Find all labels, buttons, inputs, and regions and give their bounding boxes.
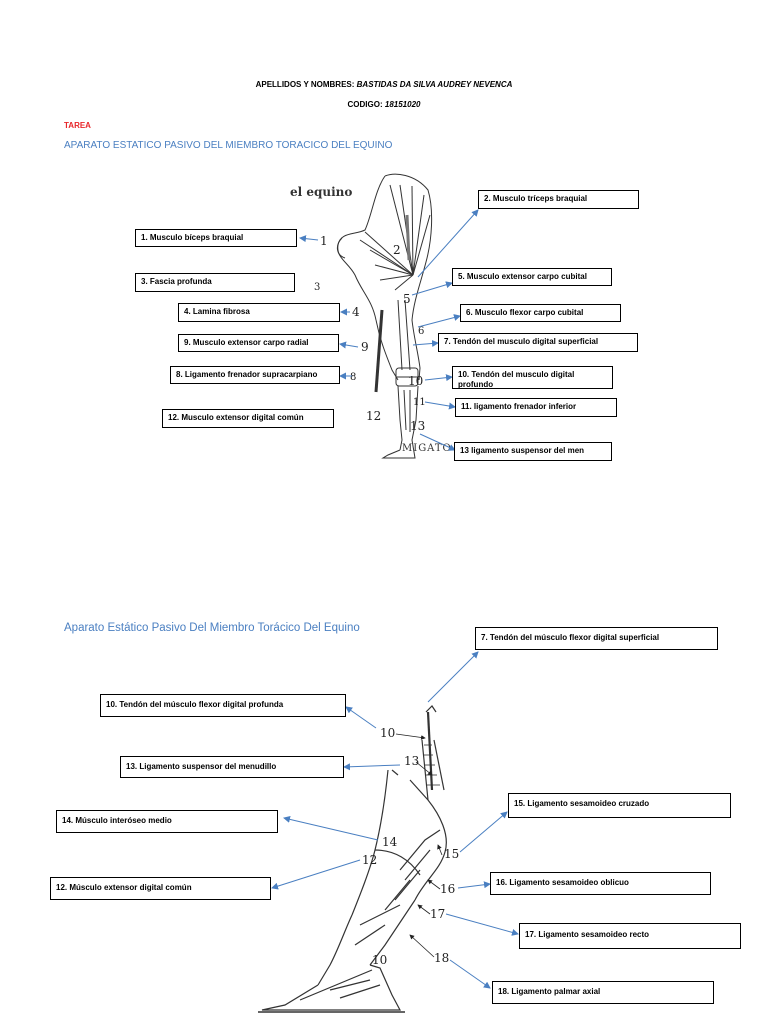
label-8-ligamento-supracarpiano: 8. Ligamento frenador supracarpiano [170,366,340,384]
label2-14-interoseo-medio: 14. Músculo interóseo medio [56,810,278,833]
fig2-number-12: 12 [362,853,377,867]
names-label: APELLIDOS Y NOMBRES: [255,80,357,89]
label2-10-tendon-flexor-profunda: 10. Tendón del músculo flexor digital pr… [100,694,346,717]
label2-12-extensor-digital: 12. Músculo extensor digital común [50,877,271,900]
section1-title: APARATO ESTATICO PASIVO DEL MIEMBRO TORA… [64,140,393,151]
label-3-fascia: 3. Fascia profunda [135,273,295,292]
label2-13-ligamento-suspensor: 13. Ligamento suspensor del menudillo [120,756,344,778]
thoracic-limb-drawing: el equino [290,173,433,459]
section2-arrows [271,651,519,989]
fig1-number-11: 11 [413,397,426,408]
label2-18-palmar-axial: 18. Ligamento palmar axial [492,981,714,1004]
label-2-triceps: 2. Musculo tríceps braquial [478,190,639,209]
task-label: TAREA [64,121,91,130]
label2-17-sesamoideo-recto: 17. Ligamento sesamoideo recto [519,923,741,949]
fig1-number-12: 12 [366,409,381,423]
fig1-number-6: 6 [418,326,424,337]
section2-leader-lines [395,733,443,958]
section2-title: Aparato Estático Pasivo Del Miembro Torá… [64,622,360,634]
names-value: BASTIDAS DA SILVA AUDREY NEVENCA [356,80,513,89]
code-label: CODIGO: [347,100,385,109]
fig1-number-2: 2 [393,243,401,257]
figure-caption: el equino [290,185,352,199]
fig2-number-10: 10 [380,726,395,740]
fig2-number-15: 15 [444,847,459,861]
label-6-flexor-carpo-cubital: 6. Musculo flexor carpo cubital [460,304,621,322]
fig2-number-17: 17 [430,907,445,921]
fig1-number-13: 13 [410,419,425,433]
label-10-tendon-profundo: 10. Tendón del musculo digital profundo [452,366,613,389]
fig2-number-13: 13 [404,754,419,768]
code-line: CODIGO: 18151020 [0,100,768,109]
code-value: 18151020 [384,100,421,109]
fig1-number-3: 3 [314,282,320,293]
label-11-ligamento-inferior: 11. ligamento frenador inferior [455,398,617,417]
label-12-extensor-digital: 12. Musculo extensor digital común [162,409,334,428]
section2-numbers: 10 13 14 12 15 16 17 18 10 [362,726,459,967]
fig1-number-9: 9 [361,340,369,354]
distal-limb-drawing [258,705,447,1013]
fig1-number-5: 5 [403,292,411,306]
fig1-number-10: 10 [408,374,423,388]
label2-15-sesamoideo-cruzado: 15. Ligamento sesamoideo cruzado [508,793,731,818]
label-13-ligamento-suspensor: 13 ligamento suspensor del men [454,442,612,461]
fig2-number-10b: 10 [372,953,387,967]
label-4-lamina: 4. Lamina fibrosa [178,303,340,322]
watermark-migato: MIGATO [402,443,452,454]
fig2-number-16: 16 [440,882,455,896]
section1-numbers: 1 2 3 4 5 6 9 8 10 11 12 13 MIGATO [314,234,452,454]
fig1-number-4: 4 [352,305,360,319]
fig2-number-14: 14 [382,835,398,849]
label-5-extensor-carpo-cubital: 5. Musculo extensor carpo cubital [452,268,612,286]
label2-7-tendon-flexor-superficial: 7. Tendón del músculo flexor digital sup… [475,627,718,650]
label-9-extensor-carpo-radial: 9. Musculo extensor carpo radial [178,334,339,352]
label-1-biceps: 1. Musculo bíceps braquial [135,229,297,247]
names-line: APELLIDOS Y NOMBRES: BASTIDAS DA SILVA A… [0,80,768,89]
section1-arrows [299,209,479,451]
fig2-number-18: 18 [434,951,449,965]
fig1-number-1: 1 [320,234,328,248]
label-7-tendon-superficial: 7. Tendón del musculo digital superficia… [438,333,638,352]
fig1-number-8: 8 [350,372,356,383]
label2-16-sesamoideo-oblicuo: 16. Ligamento sesamoideo oblicuo [490,872,711,895]
